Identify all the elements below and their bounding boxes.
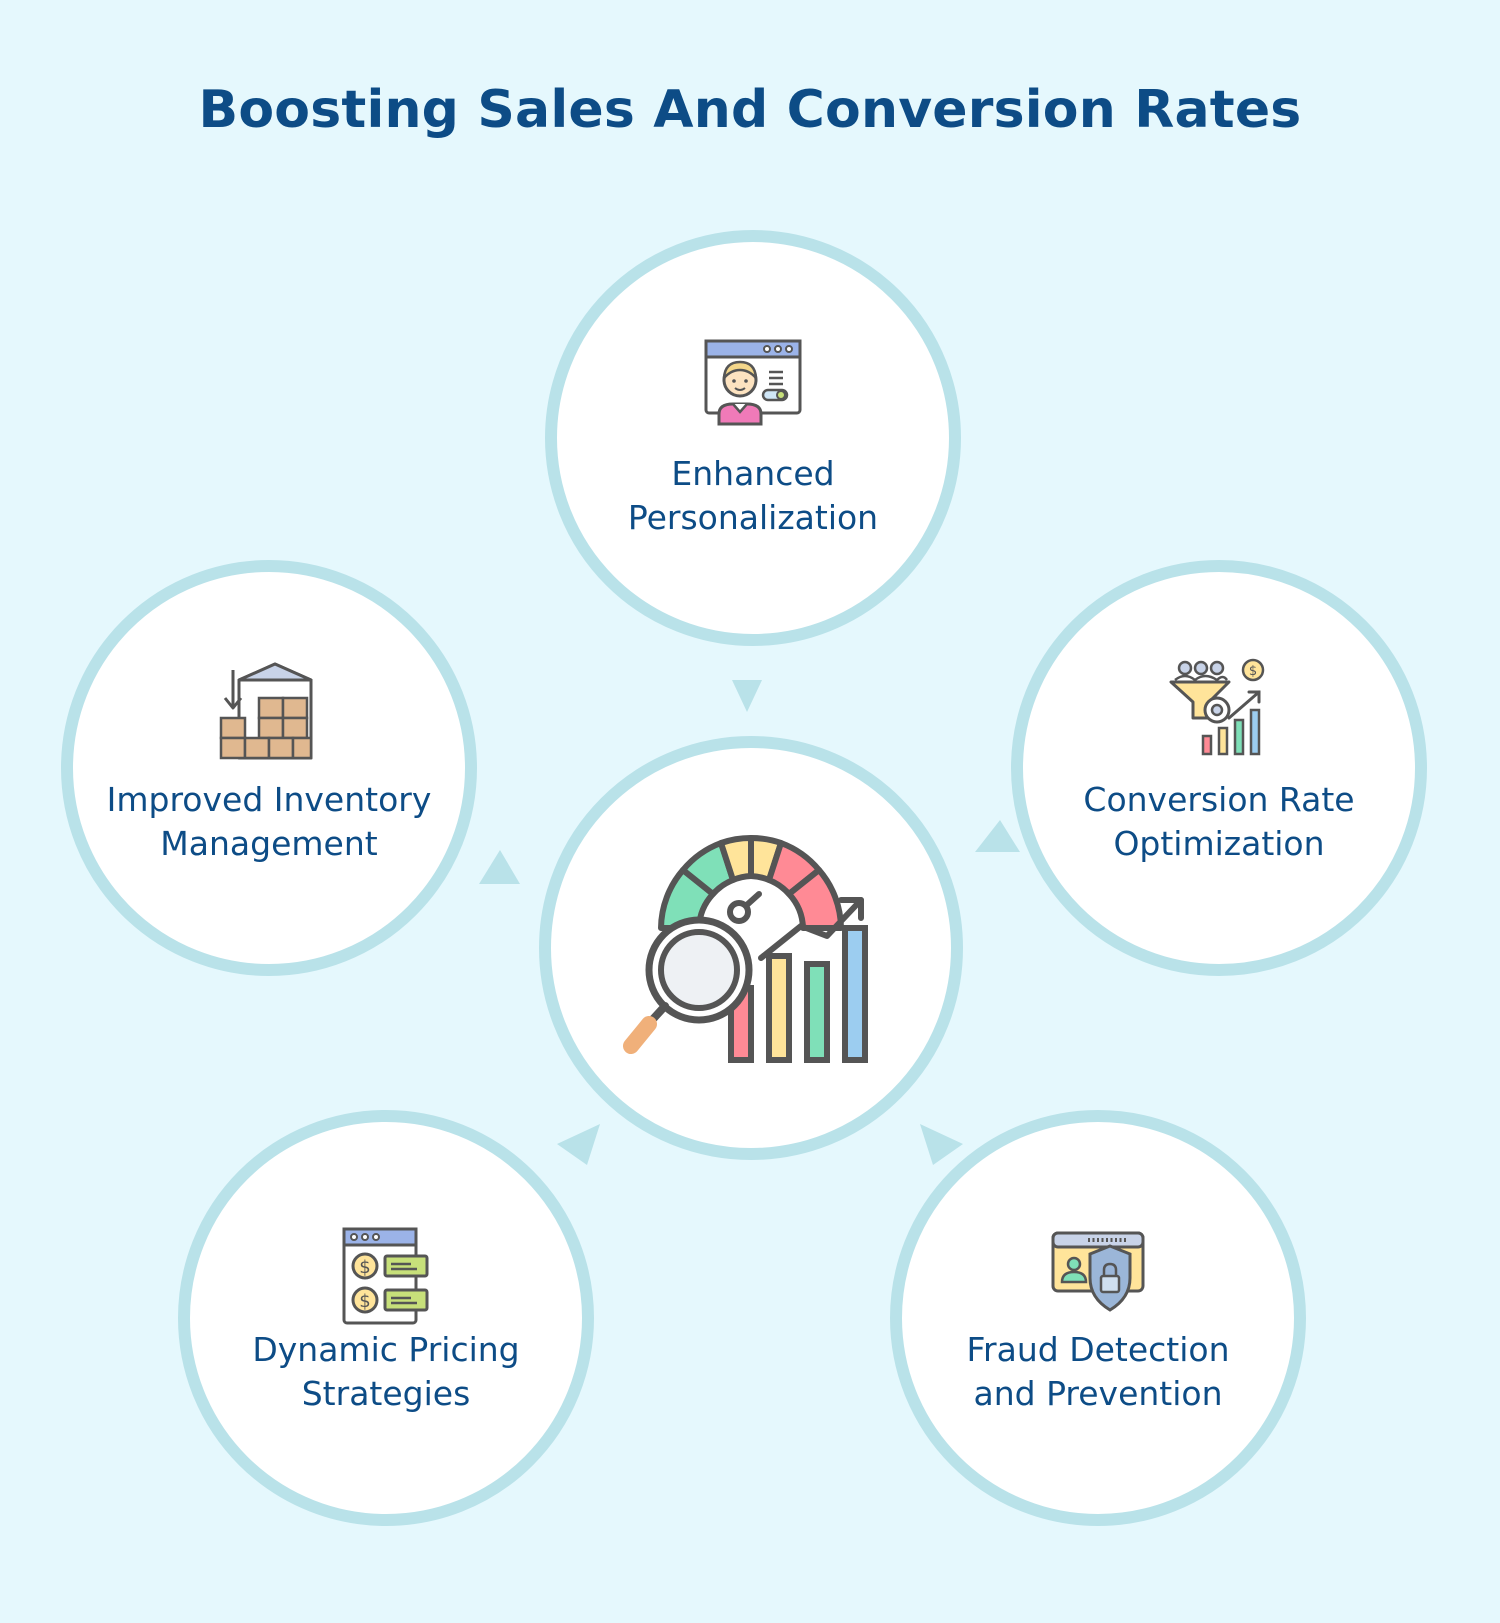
svg-text:$: $ xyxy=(359,1257,370,1278)
node-label: Enhanced Personalization xyxy=(627,454,879,537)
node-label: Conversion Rate Optimization xyxy=(1083,780,1355,863)
arrow-up-right-icon xyxy=(975,820,1020,852)
arrow-up-left-icon xyxy=(479,850,520,884)
svg-text:$: $ xyxy=(359,1291,370,1312)
arrow-down-icon xyxy=(732,680,762,712)
funnel-growth-chart-icon: $ xyxy=(1169,658,1265,756)
secure-id-lock-icon xyxy=(1051,1231,1145,1312)
node-conversion-rate-optimization: $ Conversion Rate Optimization xyxy=(1011,560,1427,976)
speedometer-analytics-icon xyxy=(623,834,868,1063)
node-label: Improved Inventory Management xyxy=(106,780,432,863)
node-label: Fraud Detection and Prevention xyxy=(966,1330,1230,1413)
node-label: Dynamic Pricing Strategies xyxy=(252,1330,520,1413)
warehouse-boxes-icon xyxy=(219,662,313,760)
profile-window-icon xyxy=(704,339,802,426)
node-dynamic-pricing: $ $ Dynamic Pricing Strategies xyxy=(178,1110,594,1526)
arrow-down-left-icon xyxy=(557,1124,600,1165)
node-fraud-detection: Fraud Detection and Prevention xyxy=(890,1110,1306,1526)
center-circle xyxy=(539,736,963,1160)
price-list-icon: $ $ xyxy=(342,1227,429,1325)
page-title: Boosting Sales And Conversion Rates xyxy=(198,80,1302,140)
arrow-down-right-icon xyxy=(920,1124,963,1165)
node-inventory-management: Improved Inventory Management xyxy=(61,560,477,976)
svg-text:$: $ xyxy=(1249,664,1257,679)
node-personalization: Enhanced Personalization xyxy=(545,230,961,646)
